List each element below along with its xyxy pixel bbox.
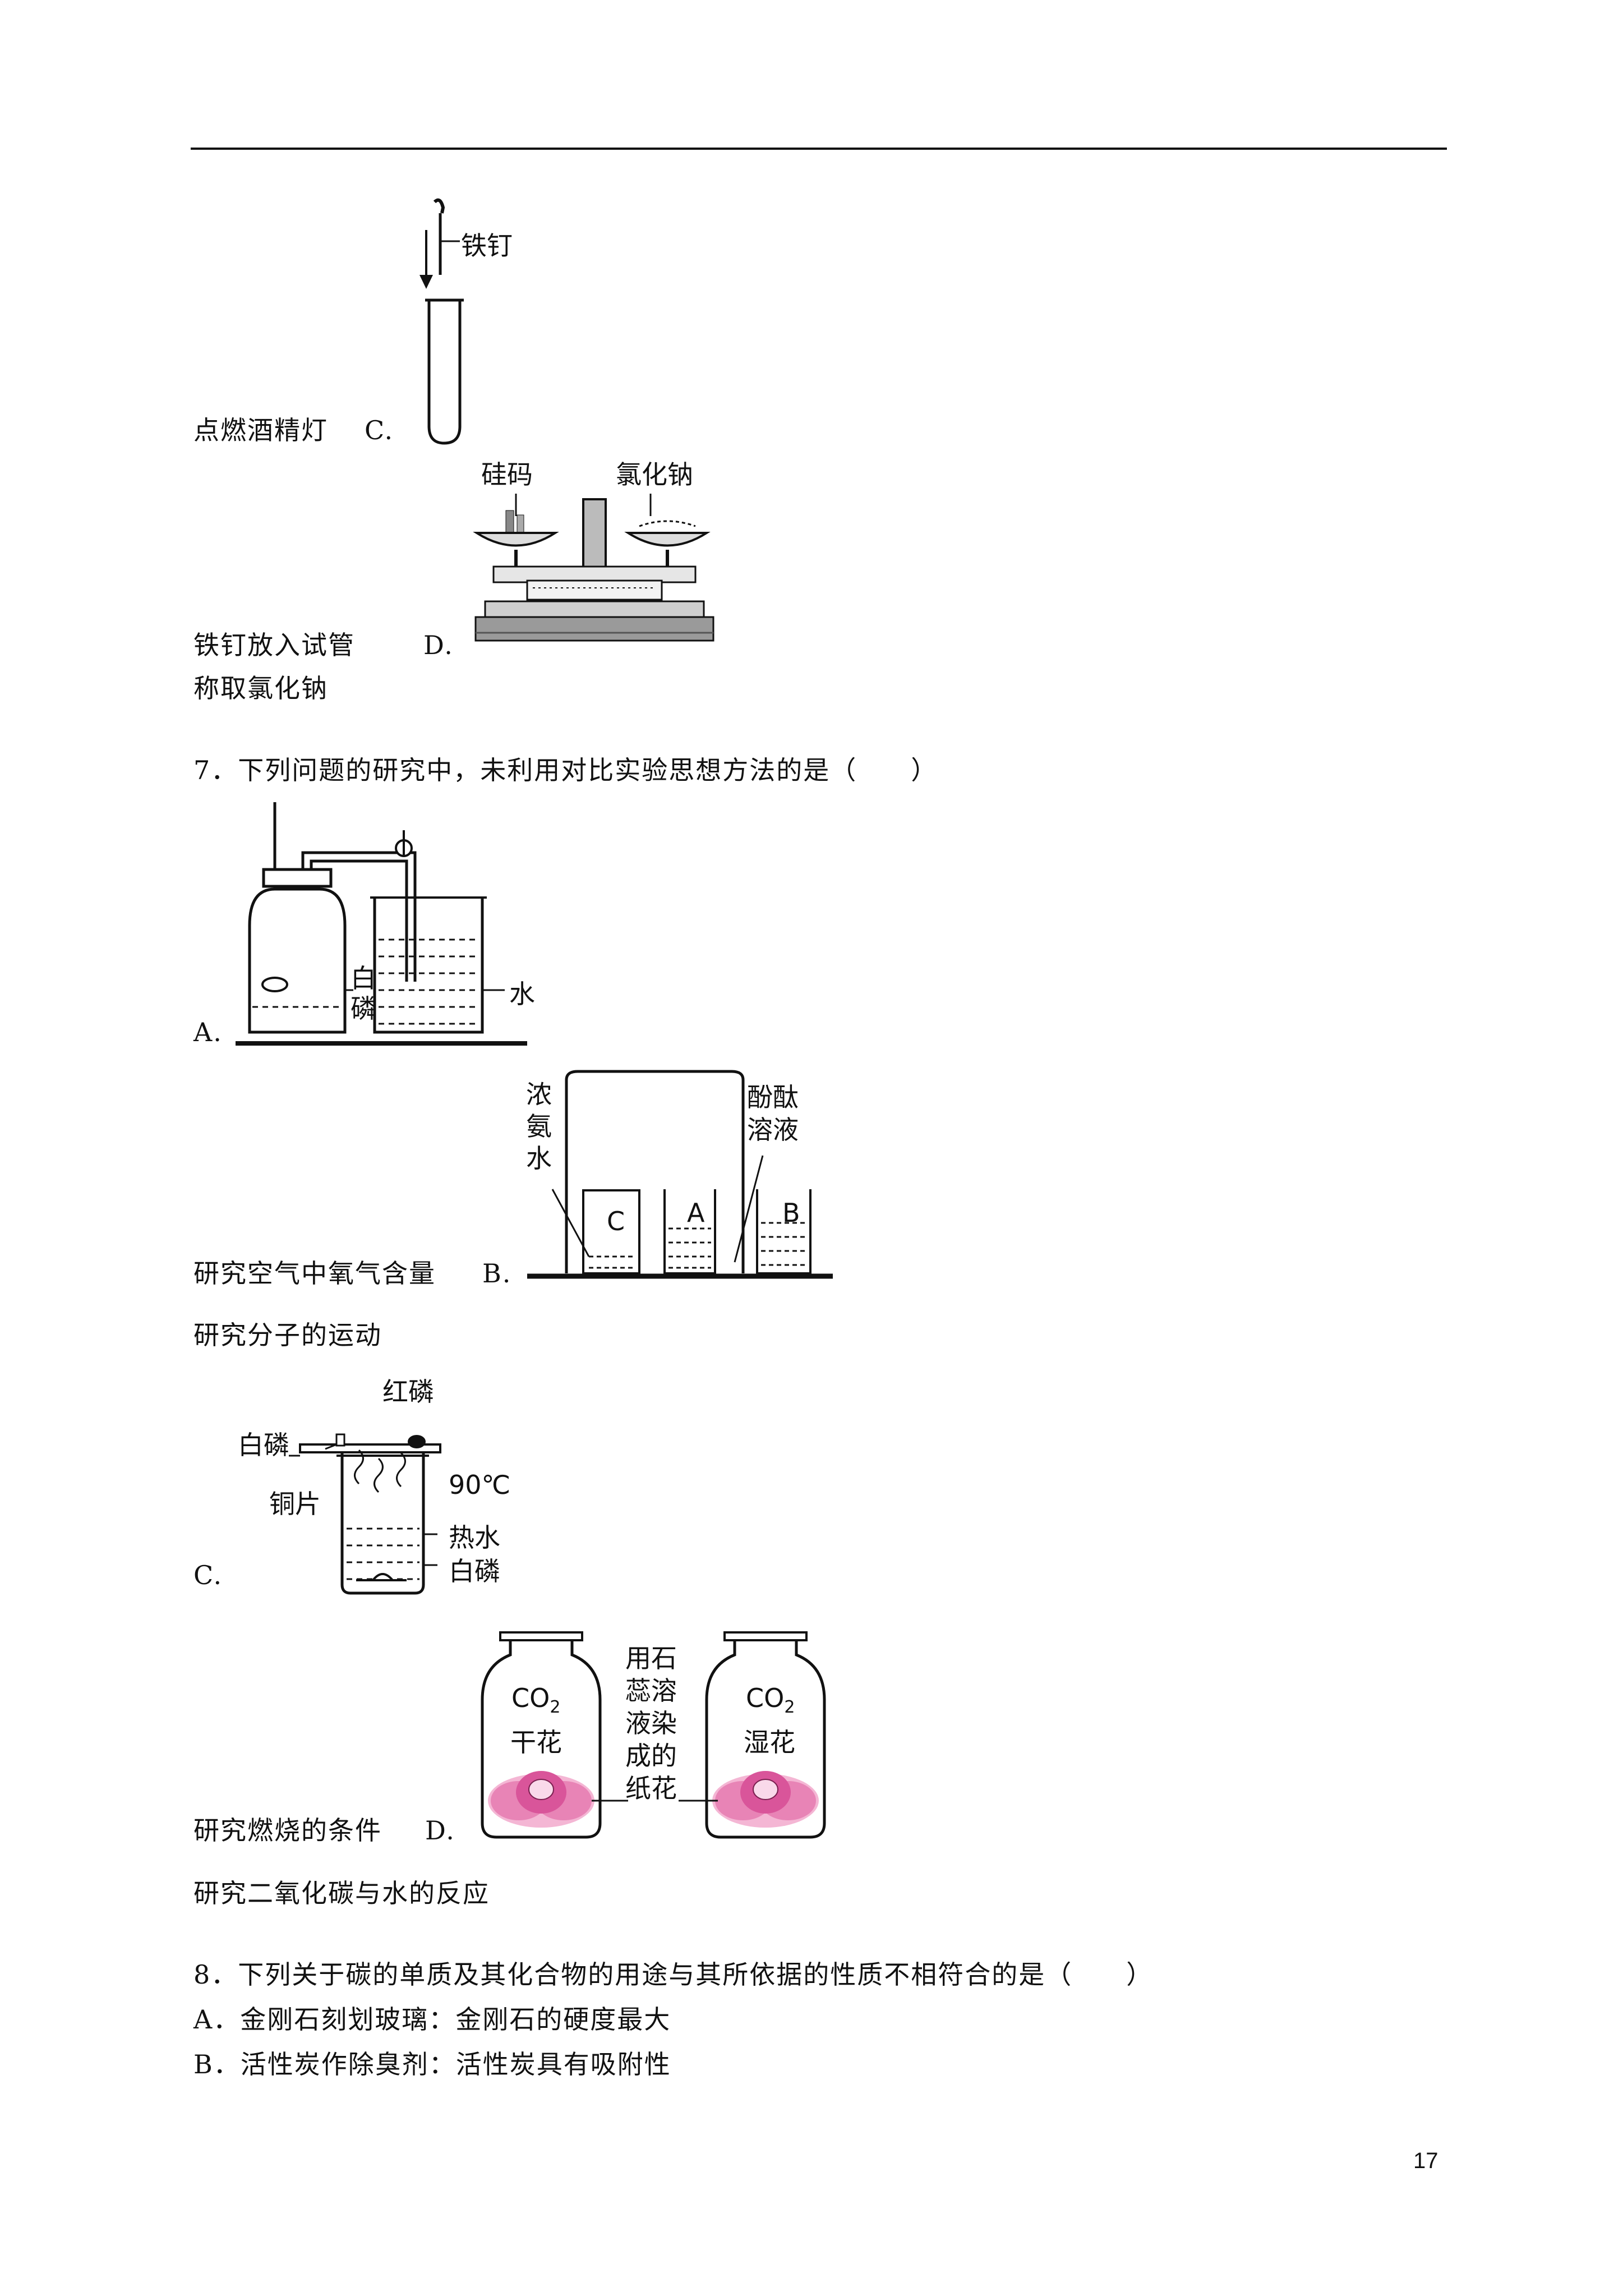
white-phosphorus-bottom-label: 白磷 [449, 1556, 500, 1586]
litmus-label-4: 成的 [625, 1741, 677, 1771]
q8-option-b: B．活性炭作除臭剂：活性炭具有吸附性 [193, 2049, 671, 2079]
figure-q7-a: 白 磷 水 [236, 797, 550, 1055]
figure-q7-c: 红磷 白磷 铜片 90℃ 热水 白磷 [236, 1372, 550, 1596]
nail-label: 铁钉 [461, 231, 513, 261]
co2-right-label: CO2 [746, 1683, 795, 1718]
q7-a-letter: A. [193, 1017, 223, 1047]
option-d-caption-prev: 铁钉放入试管 [193, 630, 355, 660]
litmus-label-1: 用石 [625, 1643, 677, 1673]
water-label: 水 [509, 979, 535, 1009]
weight-label: 硅码 [481, 459, 533, 490]
beaker-b-label: B [782, 1198, 800, 1228]
q7-stem: 7．下列问题的研究中，未利用对比实验思想方法的是（ ） [193, 755, 938, 785]
figure-nail-test-tube: 铁钉 [409, 196, 544, 449]
figure-q7-d: CO2 干花 用石 蕊溶 液染 成的 纸花 CO2 湿花 [481, 1631, 826, 1846]
q8-stem: 8．下列关于碳的单质及其化合物的用途与其所依据的性质不相符合的是（ ） [193, 1959, 1154, 1990]
q7-a-caption: 研究空气中氧气含量 [193, 1258, 436, 1289]
flower-left [488, 1771, 594, 1828]
page-number: 17 [1413, 2148, 1438, 2173]
hot-water-label: 热水 [449, 1522, 500, 1553]
ammonia-label-1: 浓 [526, 1079, 552, 1110]
q7-d-caption: 研究二氧化碳与水的反应 [193, 1878, 490, 1908]
white-phosphorus-top-label: 白磷 [238, 1430, 289, 1460]
q7-b-letter: B. [482, 1258, 512, 1289]
figure-balance: 硅码 氯化钠 [471, 454, 718, 656]
phenolphthalein-label-2: 溶液 [747, 1115, 799, 1145]
figure-q7-b: 浓 氨 水 酚酞 溶液 C A B [526, 1070, 841, 1290]
option-d-caption-after: 称取氯化钠 [193, 673, 328, 703]
option-c-caption-prev: 点燃酒精灯 [193, 415, 328, 445]
q7-b-caption: 研究分子的运动 [193, 1320, 382, 1350]
option-c-letter-prev: C. [365, 415, 394, 445]
salt-label: 氯化钠 [616, 459, 693, 490]
header-rule [191, 148, 1447, 150]
wet-flower-label: 湿花 [744, 1727, 795, 1757]
beaker-a-label: A [687, 1198, 705, 1228]
flower-right [712, 1771, 819, 1828]
dry-flower-label: 干花 [510, 1727, 562, 1757]
phenolphthalein-label-1: 酚酞 [747, 1082, 799, 1112]
co2-left-label: CO2 [511, 1683, 561, 1718]
ammonia-label-2: 氨 [526, 1111, 552, 1142]
q7-c-letter: C. [193, 1560, 223, 1590]
copper-plate-label: 铜片 [269, 1489, 321, 1519]
white-phosphorus-label-2: 磷 [351, 993, 376, 1024]
white-phosphorus-label-1: 白 [351, 963, 376, 993]
litmus-label-2: 蕊溶 [625, 1676, 677, 1706]
red-phosphorus-label: 红磷 [382, 1377, 434, 1407]
beaker-c-label: C [607, 1206, 625, 1236]
litmus-label-3: 液染 [625, 1708, 677, 1738]
litmus-label-5: 纸花 [625, 1773, 677, 1803]
temperature-label: 90℃ [449, 1470, 511, 1500]
q7-d-letter: D. [425, 1815, 455, 1846]
q8-option-a: A．金刚石刻划玻璃：金刚石的硬度最大 [193, 2004, 671, 2035]
q7-c-caption: 研究燃烧的条件 [193, 1815, 382, 1846]
ammonia-label-3: 水 [526, 1143, 552, 1174]
option-d-letter-prev: D. [423, 630, 454, 660]
